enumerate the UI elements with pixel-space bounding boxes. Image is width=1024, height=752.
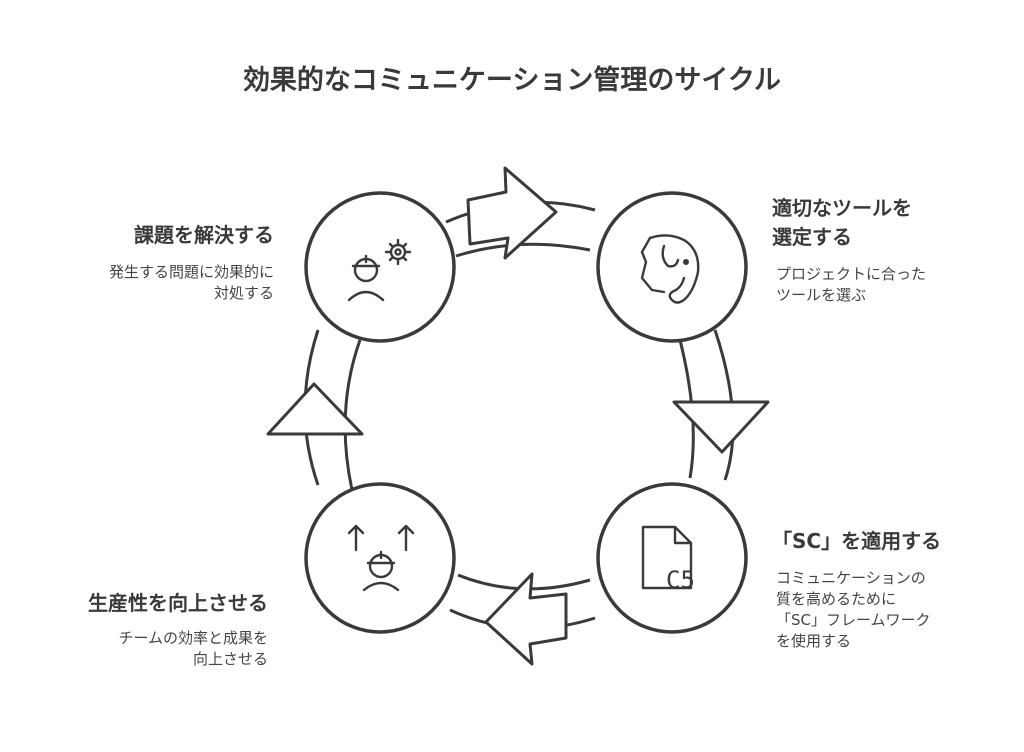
arrow-left-up <box>266 382 364 436</box>
step-desc-line: 「SC」フレームワーク <box>776 611 931 629</box>
arrow-right-down <box>672 400 770 454</box>
diagram-title: 効果的なコミュニケーション管理のサイクル <box>242 65 782 96</box>
node-solve-issues <box>304 191 456 343</box>
ring-segment-left-inner <box>343 339 362 491</box>
step-desc-line: チームの効率と成果を <box>118 629 268 647</box>
step-label-select-tool: 適切なツールを 選定する <box>772 194 912 252</box>
elephant-icon <box>640 234 700 304</box>
step-desc-line: ツールを選ぶ <box>776 286 867 304</box>
c5-icon-text: C5 <box>666 566 695 594</box>
step-label-line: 「SC」を適用する <box>772 529 942 553</box>
step-label-improve-productivity: 生産性を向上させる <box>88 589 268 618</box>
worker-arrows-up-icon <box>347 524 415 592</box>
step-desc-apply-sc: コミュニケーションの 質を高めるために 「SC」フレームワーク を使用する <box>776 568 931 652</box>
cycle-arrows <box>266 166 770 666</box>
step-desc-line: 向上させる <box>192 650 268 668</box>
step-desc-line: 発生する問題に効果的に <box>108 263 274 281</box>
worker-gear-icon <box>347 238 412 302</box>
c5-document-icon <box>641 525 693 590</box>
step-desc-select-tool: プロジェクトに合った ツールを選ぶ <box>776 264 926 306</box>
step-desc-line: 対処する <box>213 284 274 302</box>
step-label-line: 適切なツールを <box>772 196 912 220</box>
step-desc-improve-productivity: チームの効率と成果を 向上させる <box>118 628 268 670</box>
step-desc-line: コミュニケーションの <box>776 569 926 587</box>
step-label-line: 課題を解決する <box>134 223 274 247</box>
step-desc-line: 質を高めるために <box>776 590 897 608</box>
ring-segment-top-inner <box>455 242 591 258</box>
step-label-apply-sc: 「SC」を適用する <box>772 527 941 556</box>
arrow-bottom-left <box>484 572 568 666</box>
step-desc-solve-issues: 発生する問題に効果的に 対処する <box>109 262 274 304</box>
step-desc-line: プロジェクトに合った <box>776 265 927 283</box>
step-label-solve-issues: 課題を解決する <box>134 221 274 250</box>
step-desc-line: を使用する <box>776 632 852 650</box>
step-label-line: 生産性を向上させる <box>88 591 268 615</box>
arrow-top-right <box>466 166 558 260</box>
node-apply-sc <box>596 482 748 634</box>
step-label-line: 選定する <box>772 225 852 249</box>
